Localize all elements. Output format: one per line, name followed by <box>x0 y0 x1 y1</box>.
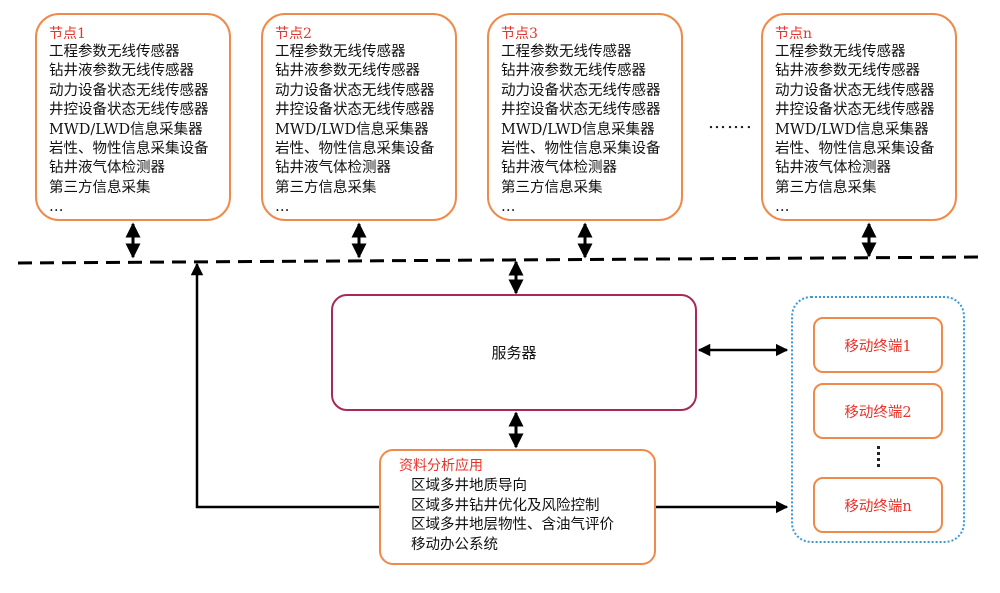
node-item-list: 工程参数无线传感器 钻井液参数无线传感器 动力设备状态无线传感器 井控设备状态无… <box>275 43 455 218</box>
node-item: 第三方信息采集 <box>275 179 377 196</box>
node-item: 井控设备状态无线传感器 <box>49 102 209 119</box>
node-item: … <box>501 199 516 216</box>
mobile-label: 移动终端1 <box>844 338 912 355</box>
node-item: 钻井液参数无线传感器 <box>275 63 420 80</box>
server-label: 服务器 <box>491 344 537 362</box>
node-item: MWD/LWD信息采集器 <box>501 121 655 138</box>
node-item: 钻井液气体检测器 <box>501 160 617 177</box>
mobile-label: 移动终端2 <box>844 404 912 421</box>
node-item: 工程参数无线传感器 <box>501 44 632 60</box>
node-item: 钻井液气体检测器 <box>275 160 391 177</box>
node-item: MWD/LWD信息采集器 <box>49 121 203 138</box>
node-item: 井控设备状态无线传感器 <box>775 102 935 119</box>
node-item: 动力设备状态无线传感器 <box>775 82 935 99</box>
node-item: 岩性、物性信息采集设备 <box>275 141 435 158</box>
node-item: 钻井液参数无线传感器 <box>775 63 920 80</box>
node-item: 第三方信息采集 <box>775 179 877 196</box>
node-item: 工程参数无线传感器 <box>275 44 406 60</box>
apps-item: 区域多井地层物性、含油气评价 <box>411 517 614 533</box>
analysis-apps-box: 资料分析应用 区域多井地质导向 区域多井钻井优化及风险控制 区域多井地层物性、含… <box>379 449 656 565</box>
apps-item-list: 区域多井地质导向 区域多井钻井优化及风险控制 区域多井地层物性、含油气评价 移动… <box>399 477 654 555</box>
apps-title: 资料分析应用 <box>399 458 483 474</box>
mobile-terminal-group <box>791 296 965 543</box>
node-item: 岩性、物性信息采集设备 <box>501 141 661 158</box>
node-item: 第三方信息采集 <box>501 179 603 196</box>
node-title: 节点1 <box>49 26 86 42</box>
node-item: 井控设备状态无线传感器 <box>501 102 661 119</box>
node-2: 节点2 工程参数无线传感器 钻井液参数无线传感器 动力设备状态无线传感器 井控设… <box>261 13 457 221</box>
node-1: 节点1 工程参数无线传感器 钻井液参数无线传感器 动力设备状态无线传感器 井控设… <box>35 13 231 221</box>
node-item: 工程参数无线传感器 <box>49 44 180 60</box>
mobile-terminal-2: 移动终端2 <box>813 383 943 439</box>
mobile-label: 移动终端n <box>844 498 912 515</box>
apps-item: 移动办公系统 <box>411 536 498 553</box>
node-item: … <box>49 199 64 216</box>
node-item: … <box>775 199 790 216</box>
node-title: 节点n <box>775 26 813 42</box>
mobile-terminal-n: 移动终端n <box>813 477 943 533</box>
node-item: 钻井液参数无线传感器 <box>49 63 194 80</box>
mobile-terminal-1: 移动终端1 <box>813 317 943 373</box>
server-box: 服务器 <box>331 294 697 411</box>
node-title: 节点2 <box>275 26 312 42</box>
node-item: 第三方信息采集 <box>49 179 151 196</box>
apps-item: 区域多井地质导向 <box>411 478 527 494</box>
node-item: 动力设备状态无线传感器 <box>49 82 209 99</box>
node-item: 工程参数无线传感器 <box>775 44 906 60</box>
more-nodes-ellipsis: ……. <box>708 112 753 133</box>
node-3: 节点3 工程参数无线传感器 钻井液参数无线传感器 动力设备状态无线传感器 井控设… <box>487 13 683 221</box>
node-item: 钻井液气体检测器 <box>775 160 891 177</box>
node-item-list: 工程参数无线传感器 钻井液参数无线传感器 动力设备状态无线传感器 井控设备状态无… <box>501 43 681 218</box>
node-n: 节点n 工程参数无线传感器 钻井液参数无线传感器 动力设备状态无线传感器 井控设… <box>761 13 957 221</box>
node-item: 井控设备状态无线传感器 <box>275 102 435 119</box>
more-terminals-ellipsis <box>877 446 881 470</box>
node-title: 节点3 <box>501 26 538 42</box>
node-item: … <box>275 199 290 216</box>
node-item: 钻井液气体检测器 <box>49 160 165 177</box>
node-item: 钻井液参数无线传感器 <box>501 63 646 80</box>
apps-item: 区域多井钻井优化及风险控制 <box>411 497 600 514</box>
node-item: 动力设备状态无线传感器 <box>275 82 435 99</box>
node-item: MWD/LWD信息采集器 <box>775 121 929 138</box>
network-bus-line <box>17 255 986 265</box>
node-item: 岩性、物性信息采集设备 <box>49 141 209 158</box>
node-item-list: 工程参数无线传感器 钻井液参数无线传感器 动力设备状态无线传感器 井控设备状态无… <box>49 43 229 218</box>
node-item-list: 工程参数无线传感器 钻井液参数无线传感器 动力设备状态无线传感器 井控设备状态无… <box>775 43 955 218</box>
node-item: 岩性、物性信息采集设备 <box>775 141 935 158</box>
node-item: MWD/LWD信息采集器 <box>275 121 429 138</box>
node-item: 动力设备状态无线传感器 <box>501 82 661 99</box>
